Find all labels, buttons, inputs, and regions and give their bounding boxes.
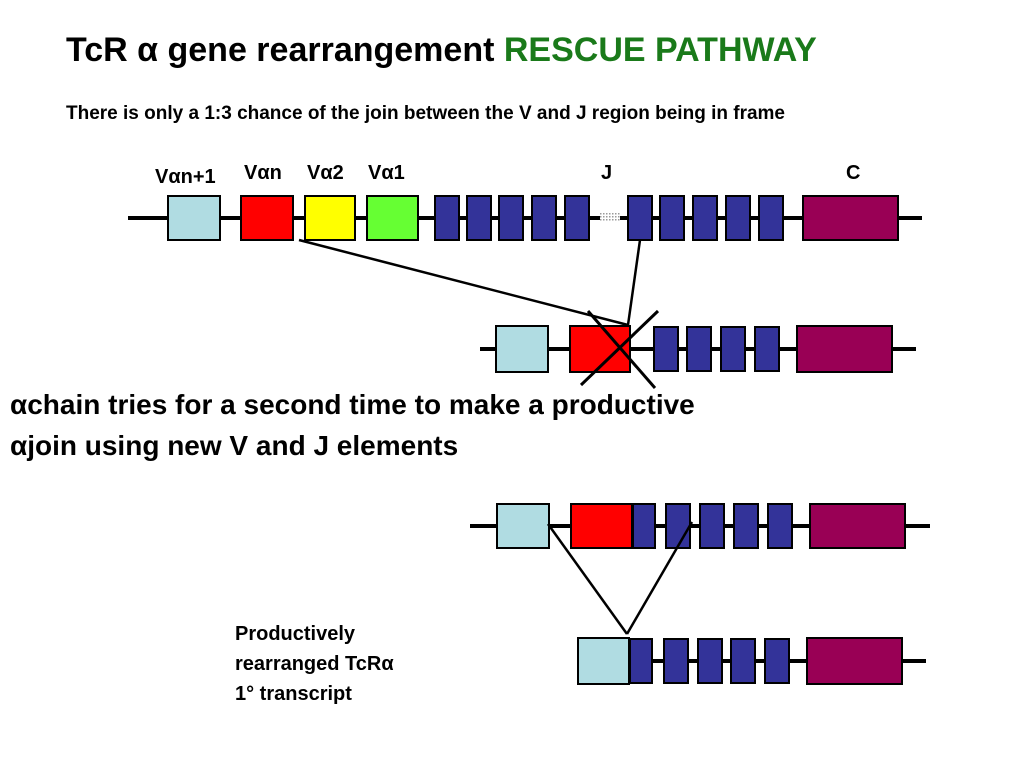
productive-rearrangement	[577, 637, 926, 685]
j-segment	[764, 638, 790, 684]
join-line-v	[298, 238, 629, 327]
join-line-v	[546, 523, 629, 635]
j-segment	[564, 195, 590, 241]
v-n-plus-1-segment	[577, 637, 630, 685]
j-segment	[663, 638, 689, 684]
note-line-2: rearranged TcRα	[235, 653, 394, 675]
j-segment	[686, 326, 712, 372]
label-v-2: Vα2	[307, 162, 344, 184]
j-segment	[665, 503, 691, 549]
join-line-j	[625, 521, 694, 635]
j-segment	[632, 503, 656, 549]
j-segment	[498, 195, 524, 241]
v-n-plus-1-segment	[495, 325, 549, 373]
label-v-n: Vαn	[244, 162, 282, 184]
j-segment	[653, 326, 679, 372]
gap-marker	[600, 212, 620, 222]
j-segment	[725, 195, 751, 241]
v-n-segment	[569, 325, 631, 373]
germline-locus	[128, 195, 922, 241]
title-accent: RESCUE PATHWAY	[503, 31, 817, 69]
rescue-rearrangement	[470, 503, 930, 549]
v-n-segment	[570, 503, 633, 549]
label-v-n-plus-1: Vαn+1	[155, 166, 216, 188]
j-segment	[531, 195, 557, 241]
caption-line-2: αjoin using new V and J elements	[10, 430, 459, 461]
v-1-segment	[366, 195, 419, 241]
v-n-plus-1-segment	[496, 503, 550, 549]
label-v-1: Vα1	[368, 162, 405, 184]
j-segment	[466, 195, 492, 241]
j-segment	[733, 503, 759, 549]
title-main: TcR α gene rearrangement	[66, 31, 495, 69]
caption: αchain tries for a second time to make a…	[10, 384, 695, 466]
caption-line-1: αchain tries for a second time to make a…	[10, 389, 695, 420]
label-c: C	[846, 162, 861, 184]
first-rearrangement	[480, 309, 916, 389]
c-segment	[796, 325, 893, 373]
v-n-segment	[240, 195, 294, 241]
c-segment	[809, 503, 906, 549]
j-segment	[754, 326, 780, 372]
v-2-segment	[304, 195, 356, 241]
c-segment	[802, 195, 899, 241]
j-segment	[758, 195, 784, 241]
slide-title: TcR α gene rearrangement RESCUE PATHWAY	[66, 30, 817, 70]
join-line-j	[626, 239, 642, 326]
j-segment	[699, 503, 725, 549]
j-segment	[720, 326, 746, 372]
j-segment	[692, 195, 718, 241]
v-n-plus-1-segment	[167, 195, 221, 241]
j-segment	[434, 195, 460, 241]
j-segment	[627, 195, 653, 241]
label-j: J	[601, 162, 613, 184]
subtitle: There is only a 1:3 chance of the join b…	[66, 103, 785, 124]
c-segment	[806, 637, 903, 685]
j-segment	[767, 503, 793, 549]
j-segment	[629, 638, 653, 684]
cross-out-stroke	[579, 309, 660, 387]
j-segment	[659, 195, 685, 241]
productive-note: Productively rearranged TcRα 1° transcri…	[235, 619, 394, 709]
j-segment	[730, 638, 756, 684]
note-line-3: 1° transcript	[235, 683, 352, 705]
note-line-1: Productively	[235, 623, 356, 645]
j-segment	[697, 638, 723, 684]
cross-out-stroke	[586, 310, 657, 389]
